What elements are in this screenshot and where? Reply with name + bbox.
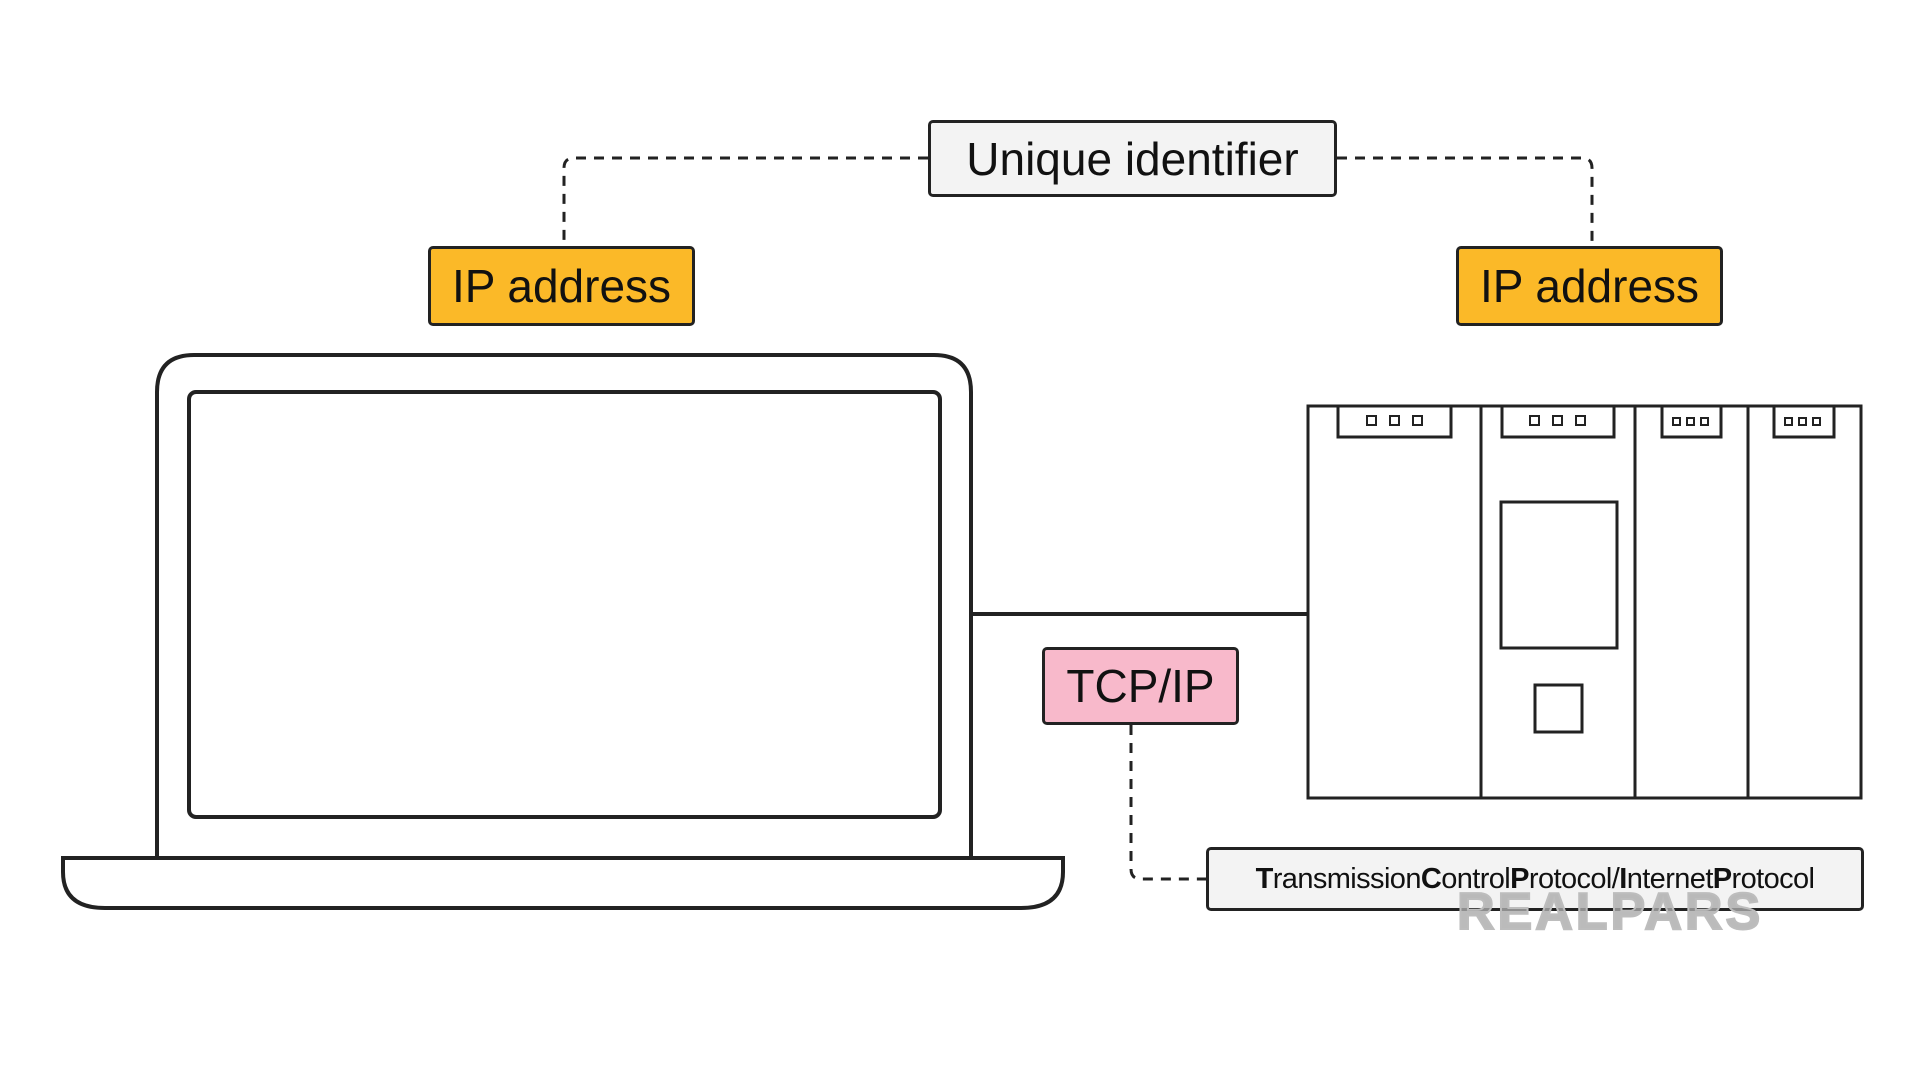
plc-rack-icon xyxy=(1306,404,1863,800)
expansion-word-protocol-2: Protocol xyxy=(1712,862,1815,895)
expansion-word-internet: Internet xyxy=(1619,862,1713,895)
dashed-connector-right xyxy=(1337,156,1594,246)
dashed-connector-left xyxy=(562,156,928,246)
ip-address-label-laptop: IP address xyxy=(428,246,695,326)
tcp-ip-label: TCP/IP xyxy=(1042,647,1239,725)
laptop-icon xyxy=(61,353,1065,910)
unique-identifier-label: Unique identifier xyxy=(928,120,1337,197)
expansion-word-protocol: Protocol/ xyxy=(1510,862,1620,895)
expansion-word-control: Control xyxy=(1420,862,1511,895)
dashed-connector-tcp xyxy=(1129,725,1206,881)
expansion-word-transmission: Transmission xyxy=(1255,862,1422,895)
ip-address-label-plc: IP address xyxy=(1456,246,1723,326)
tcp-ip-expansion-note: Transmission Control Protocol/ Internet … xyxy=(1206,847,1864,911)
realpars-watermark: REALPARS xyxy=(1456,883,1764,941)
